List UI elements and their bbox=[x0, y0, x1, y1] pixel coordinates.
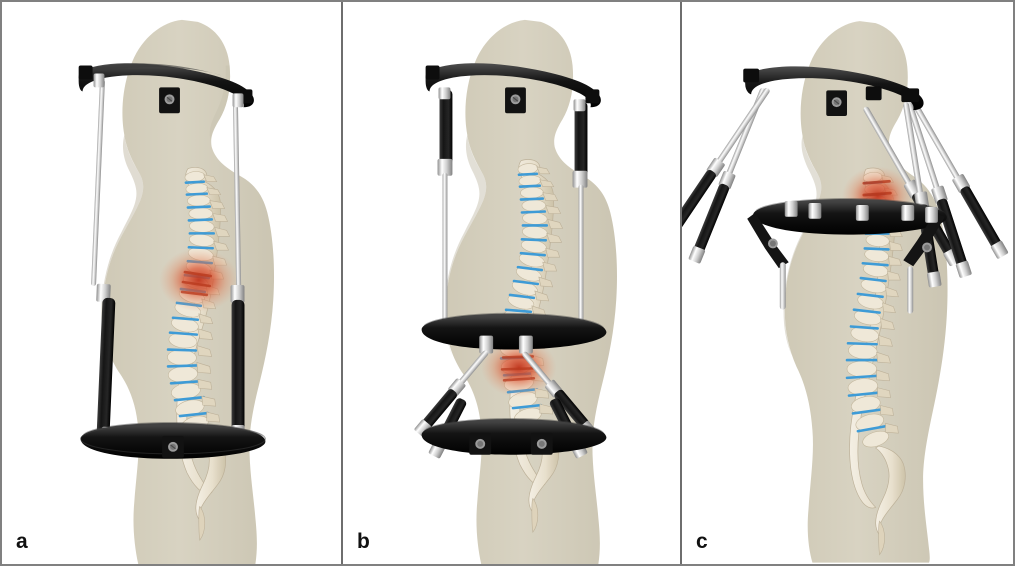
strut-right-upper bbox=[572, 99, 588, 330]
panel-label-b: b bbox=[357, 530, 370, 553]
strut-left bbox=[91, 79, 116, 446]
pelvic-ring bbox=[80, 422, 266, 459]
strut-right bbox=[230, 99, 245, 443]
ring-bracket-left bbox=[747, 212, 789, 310]
inflammation-glow bbox=[481, 337, 557, 398]
spine bbox=[159, 167, 239, 541]
ring-bracket-right bbox=[903, 212, 945, 314]
panel-b: b bbox=[343, 2, 680, 564]
halo-ring bbox=[78, 63, 254, 114]
panel-c: c bbox=[682, 2, 1013, 564]
halo-ring bbox=[743, 66, 924, 117]
cervicothoracic-ring bbox=[747, 198, 947, 314]
pelvic-ring bbox=[421, 418, 607, 455]
panel-divider-2 bbox=[680, 2, 682, 564]
panel-a: a bbox=[2, 2, 341, 564]
panel-a-illustration bbox=[78, 19, 275, 564]
body-silhouette bbox=[783, 21, 948, 563]
strut-left-upper bbox=[437, 87, 453, 330]
panel-c-illustration bbox=[682, 21, 1009, 563]
panel-label-c: c bbox=[696, 530, 708, 553]
panel-divider-1 bbox=[341, 2, 343, 564]
inflammation-glow bbox=[159, 248, 239, 312]
panel-label-a: a bbox=[16, 530, 28, 553]
panel-b-illustration bbox=[414, 19, 617, 564]
halo-ring bbox=[425, 63, 601, 114]
thoracic-ring bbox=[421, 312, 607, 350]
